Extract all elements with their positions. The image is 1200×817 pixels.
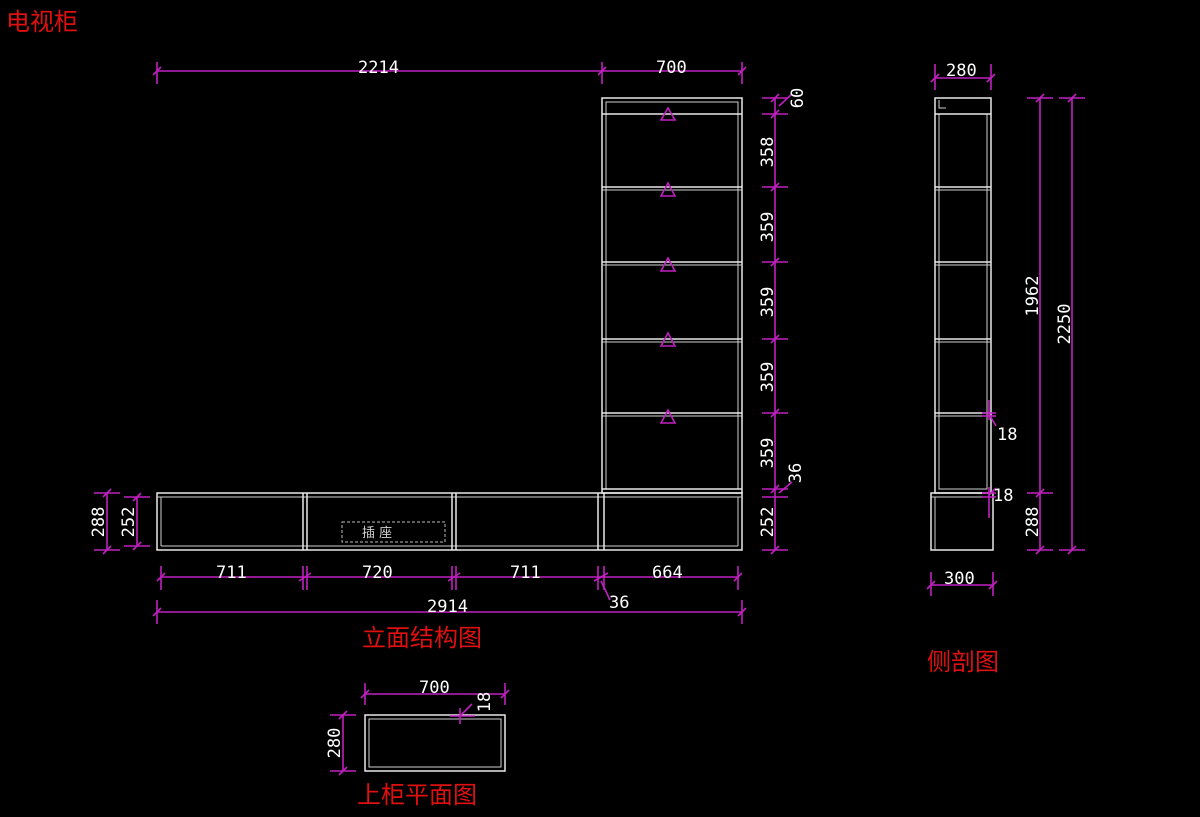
dim-top-right: 700: [656, 58, 687, 78]
elevation-caption: 立面结构图: [362, 624, 482, 652]
triangle-icon: [659, 106, 677, 121]
dim-right-chain: 60 358 359 359 359 359 36 252: [758, 88, 808, 555]
dim-side-overall: 2250: [1055, 304, 1075, 345]
plan-outline: [364, 714, 506, 772]
dim-shelf-3: 359: [758, 287, 778, 318]
dim-side-base-depth: 300: [944, 569, 975, 589]
socket-label: 插 座: [362, 526, 392, 541]
dim-total-width: 2914: [427, 597, 468, 617]
base-cabinet-dividers: [160, 493, 739, 550]
dim-top-left: 2214: [358, 58, 399, 78]
dim-left-outer: 288: [89, 507, 109, 538]
dim-gap: 36: [609, 593, 629, 613]
dim-bay-1: 711: [216, 563, 247, 583]
dim-plan-depth: 280: [325, 728, 345, 759]
upper-cabinet-inner: [605, 101, 739, 490]
dim-left-inner: 252: [119, 507, 139, 538]
upper-cabinet-shelves: [602, 113, 742, 490]
dim-plan-board: 18: [475, 692, 495, 712]
dim-total: 2914: [152, 597, 747, 624]
dim-bay-4: 664: [652, 563, 683, 583]
dim-bays: 711 720 711 664 36: [156, 563, 743, 613]
dim-top: 2214 700: [152, 58, 747, 84]
socket-box: [341, 521, 446, 543]
dim-shelf-1: 358: [758, 137, 778, 168]
upper-cabinet-outline: [601, 97, 743, 494]
dim-shelf-4: 359: [758, 362, 778, 393]
dim-side-top: 280: [946, 61, 977, 81]
dim-shelf-5: 359: [758, 438, 778, 469]
dim-plan-width: 700: [419, 678, 450, 698]
drawing-title: 电视柜: [6, 8, 78, 36]
side-base-outline: [930, 492, 994, 551]
triangle-icon: [659, 408, 677, 424]
dim-left: 288 252: [89, 488, 150, 555]
base-cabinet-outline: [156, 492, 743, 551]
side-caption: 侧剖图: [927, 648, 999, 676]
plan-caption: 上柜平面图: [357, 781, 477, 809]
dim-bay-3: 711: [510, 563, 541, 583]
dim-top-cap: 60: [788, 88, 808, 108]
side-view: 280 1962 2250 288 18 18: [926, 61, 1085, 676]
elevation-view: 插 座 2214 700: [89, 58, 808, 652]
dim-bay-2: 720: [362, 563, 393, 583]
dim-side-board-1: 18: [997, 425, 1017, 445]
dim-base-right: 252: [758, 507, 778, 538]
dim-base-top: 36: [786, 463, 806, 483]
dim-side-base-h: 288: [1023, 507, 1043, 538]
dim-shelf-2: 359: [758, 212, 778, 243]
side-upper-outline: [934, 97, 992, 494]
dim-side-tall: 1962: [1023, 276, 1043, 317]
triangle-icon: [659, 256, 677, 272]
dim-side-board-2: 18: [993, 486, 1013, 506]
triangle-icon: [659, 181, 677, 197]
door-marker-icons: [659, 106, 677, 424]
triangle-icon: [659, 331, 677, 347]
plan-view: 700 18 280 上柜平面图: [325, 678, 510, 809]
